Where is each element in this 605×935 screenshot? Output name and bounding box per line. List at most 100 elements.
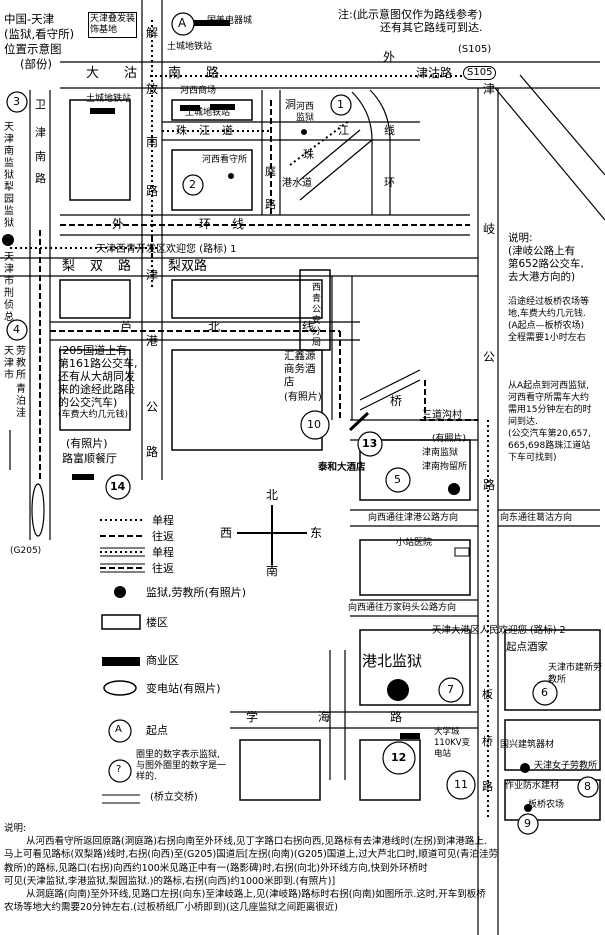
ch: 天 <box>4 346 14 357</box>
road-banqiao-lu: 路 <box>482 780 493 793</box>
label-hexi-kanshousuo: 河西看守所 <box>202 155 248 165</box>
road-lishuang-shuang: 双 <box>90 259 104 274</box>
jinqi-line2: (津岐公路上有 <box>508 245 576 257</box>
label-dagang: 天津大港区人民欢迎您 (路标) 2 <box>432 625 566 636</box>
top-note-line2: 还有其它路线可到达. <box>380 21 483 35</box>
label-sanludao-note: (有照片) <box>432 434 467 444</box>
map-title: 中国-天津 (监狱,看守所) 位置示意图 (部份) <box>4 12 74 72</box>
legend-prison: 监狱,劳教所(有照片) <box>146 586 247 599</box>
ch: 园 <box>4 194 14 205</box>
jinqi-trip-note: 沿途经过板桥农场等 地,车费大约几元钱. (A起点—板桥农场) 全程需要1小时左… <box>508 296 589 344</box>
circle-num-4: 4 <box>13 323 20 336</box>
legend-commerce: 商业区 <box>146 654 179 667</box>
road-jiang: 江 <box>338 124 349 137</box>
ch: 劳 <box>16 346 26 357</box>
ch: 津 <box>4 358 14 369</box>
ch: 侦 <box>4 300 14 311</box>
road-jiefang-jie: 解 <box>146 26 159 40</box>
road-lubei-bei: 北 <box>208 320 221 334</box>
bus205-fare: (车费大约几元钱) <box>58 410 129 420</box>
legend-double: 往返 <box>152 530 174 543</box>
circle-num-2: 2 <box>189 178 196 191</box>
circle-num-10: 10 <box>307 418 321 431</box>
a-note5: (公交汽车第20,657, <box>508 429 591 439</box>
road-jiefang-fang: 放 <box>146 82 159 96</box>
road-xuehai-hai: 海 <box>318 710 331 724</box>
ch: 刑 <box>4 288 14 299</box>
label-tianjin-shi: 天 津 市 <box>4 346 16 382</box>
ch: 津 <box>4 134 14 145</box>
a-note3: 需用15分钟左右的时 <box>508 405 592 415</box>
road-gong: 公 <box>146 400 159 414</box>
ch: 天 <box>4 122 14 133</box>
a-trip-note: 从A起点到河西监狱, 河西看守所需车大约 需用15分钟左右的时 间到达. (公交… <box>508 380 591 464</box>
title-line2: (监狱,看守所) <box>4 27 75 41</box>
label-fuxin-note: (有照片) <box>66 437 108 450</box>
label-sanludao: 三道沟村 <box>422 410 462 421</box>
ch: 所 <box>16 370 26 381</box>
label-banqiao: 板桥农场 <box>528 800 565 810</box>
start-marker-a: A <box>178 16 187 30</box>
legend-bridge: (桥立交桥) <box>150 792 198 803</box>
compass-north: 北 <box>266 488 279 502</box>
road-jinqi-1: 津 <box>483 82 496 96</box>
ch: 总 <box>4 312 14 323</box>
road-dagu-da: 大 <box>86 66 100 81</box>
title-line3: 位置示意图 <box>4 42 62 56</box>
road-jiefang-nan: 南 <box>146 135 159 149</box>
label-yiqi: 天津叠发装饰基地 <box>88 12 137 38</box>
notes-head: 说明: <box>4 823 27 834</box>
circle-num-14: 14 <box>110 480 126 493</box>
road-dongting-lu: 路 <box>265 198 276 211</box>
a-note4: 间到达. <box>508 417 538 427</box>
road-waihuan-xian: 线 <box>232 217 245 231</box>
legend-substation: 变电站(有照片) <box>146 682 221 695</box>
road-s105-badge: S105 <box>463 66 497 80</box>
ch: 市 <box>4 370 14 381</box>
label-tianjin-jail: 天 津 南 监 狱 <box>4 122 16 182</box>
road-dagu-nan: 南 <box>168 66 182 81</box>
circle-num-6: 6 <box>541 686 548 699</box>
road-lubei-xian: 线 <box>302 320 315 334</box>
bus205-line4: 来的途经此路段 <box>58 383 135 396</box>
circle-num-9: 9 <box>524 817 531 830</box>
road-dagu-gu: 沽 <box>124 66 138 81</box>
label-biandian: 大学城110KV变电站 <box>434 727 471 759</box>
ch: 犁 <box>4 182 14 193</box>
label-kaifaqu: 天津西青开发区欢迎您 (路标) 1 <box>96 244 237 255</box>
circle-num-13: 13 <box>362 437 378 450</box>
label-laojiao: 劳 教 所 <box>16 346 28 382</box>
label-qingbo: 青 泊 洼 <box>16 384 28 420</box>
legend-num-icon: ? <box>116 764 122 775</box>
compass-west: 西 <box>220 526 233 540</box>
road-gang: 港 <box>146 334 159 348</box>
legend-double2: 往返 <box>152 562 174 575</box>
bottom-notes: 说明: 从河西看守所返回原路(洞庭路)右拐向南至外环线,见丁字路口右拐向西,见路… <box>4 822 602 914</box>
legend-start: 起点 <box>146 724 168 737</box>
label-taihe: 泰和大酒店 <box>318 462 366 473</box>
jinqi-line1: 说明: <box>508 232 533 244</box>
notes-p3: 教所)的路标,见路口(右拐)向西约100米见路正中有一(路影碑)时,右拐(向北)… <box>4 862 428 874</box>
label-guoxing: 国兴建筑器材 <box>500 740 555 750</box>
road-gang-lu: 路 <box>146 445 159 459</box>
road-xian-1: 线 <box>384 124 395 137</box>
road-banqiao-ban: 板 <box>482 688 493 701</box>
jinqi-note2: 地,车费大约几元钱. <box>508 309 586 319</box>
ch: 市 <box>4 276 14 287</box>
road-weijin-2: 津 <box>35 126 46 139</box>
road-lishuang-lu: 路 <box>118 259 132 274</box>
a-note6: 665,698路珠江道站 <box>508 441 591 451</box>
label-dir-jingang: 向西通往津港公路方向 <box>368 513 459 523</box>
legend-single: 单程 <box>152 514 174 527</box>
a-note7: 下车可找到) <box>508 453 557 463</box>
label-tucheng3: 土城地铁站 <box>185 108 231 118</box>
title-line4: (部份) <box>20 57 52 71</box>
title-line1: 中国-天津 <box>4 12 55 26</box>
label-li-jail: 犁 园 监 狱 <box>4 182 16 230</box>
ch: 狱 <box>4 170 14 181</box>
label-gangbei-prison: 港北监狱 <box>362 652 423 670</box>
label-fuxin: 路富顺餐厅 <box>62 452 117 465</box>
road-jin-s: 津 <box>146 268 159 282</box>
